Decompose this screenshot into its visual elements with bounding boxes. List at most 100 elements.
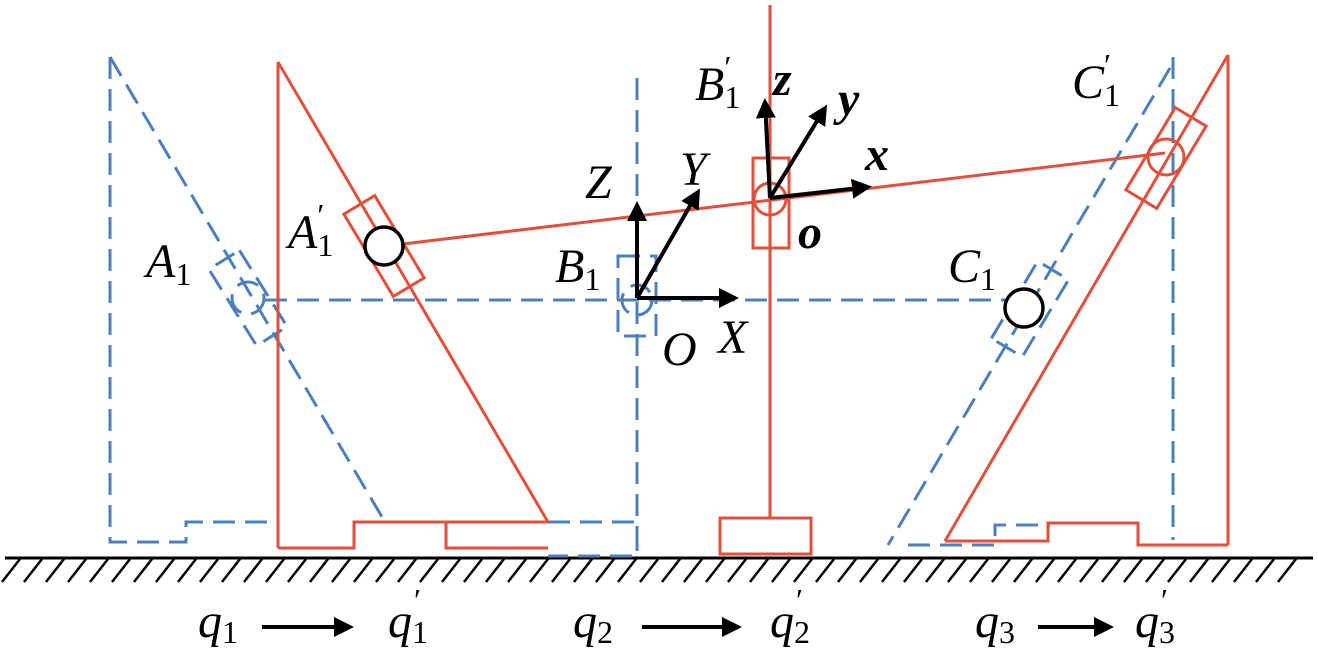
moving-x-axis — [769, 178, 872, 200]
hatch-line — [1145, 558, 1165, 583]
hatch-line — [771, 558, 791, 583]
hatch-line — [1211, 558, 1231, 583]
hatch-line — [353, 558, 373, 583]
label-a1: A1 — [143, 235, 191, 292]
hatch-line — [441, 558, 461, 583]
hatch-line — [1277, 558, 1297, 583]
transition-q1: q1 q1′ — [198, 582, 428, 650]
hatch-line — [1123, 558, 1143, 583]
left-leg-rail — [276, 61, 550, 523]
hatch-line — [1013, 558, 1033, 583]
hatch-line — [111, 558, 131, 583]
label-a1-prime: A1′ — [285, 197, 333, 263]
hatch-line — [1057, 558, 1077, 583]
hatch-line — [1189, 558, 1209, 583]
hatch-line — [661, 558, 681, 583]
hatch-line — [309, 558, 329, 583]
left-leg-initial — [108, 57, 278, 544]
moving-frame — [755, 98, 872, 200]
hatch-line — [749, 558, 769, 583]
joint-a1 — [230, 280, 266, 316]
label-fixed-z: Z — [585, 156, 613, 209]
moving-z-axis — [755, 98, 776, 199]
ground — [1, 556, 1313, 583]
hatch-line — [793, 558, 813, 583]
hatch-line — [947, 558, 967, 583]
hatch-line — [969, 558, 989, 583]
hatch-line — [463, 558, 483, 583]
hatch-line — [155, 558, 175, 583]
displaced-configuration — [276, 5, 1230, 556]
right-base-initial — [908, 523, 1050, 547]
hatch-line — [1101, 558, 1121, 583]
moving-y-axis — [768, 104, 828, 200]
hatch-line — [243, 558, 263, 583]
joint-c1 — [1003, 287, 1045, 329]
label-fixed-origin: O — [662, 323, 697, 376]
hatch-line — [881, 558, 901, 583]
label-moving-y: y — [833, 73, 860, 126]
hatch-line — [397, 558, 417, 583]
joint-a1-prime — [363, 225, 405, 267]
label-moving-origin: o — [798, 206, 822, 259]
hatch-line — [683, 558, 703, 583]
hatch-line — [925, 558, 945, 583]
hatch-line — [1035, 558, 1055, 583]
label-c1: C1 — [948, 240, 996, 297]
transition-q2: q2 q2′ — [573, 582, 810, 650]
hatch-line — [221, 558, 241, 583]
hatch-line — [45, 558, 65, 583]
hatch-line — [331, 558, 351, 583]
hatch-line — [903, 558, 923, 583]
hatch-line — [89, 558, 109, 583]
hatch-line — [991, 558, 1011, 583]
q3-final: q3′ — [1135, 582, 1175, 650]
hatch-line — [815, 558, 835, 583]
q3-initial: q3 — [975, 595, 1015, 650]
hatch-line — [837, 558, 857, 583]
label-b1: B1 — [555, 240, 600, 297]
label-fixed-y: Y — [680, 143, 711, 196]
label-moving-z: z — [771, 53, 792, 106]
hatch-line — [617, 558, 637, 583]
label-fixed-x: X — [716, 311, 749, 364]
hatch-line — [177, 558, 197, 583]
hatch-line — [639, 558, 659, 583]
platform — [385, 151, 1166, 248]
label-moving-x: x — [864, 128, 889, 181]
right-leg-rail — [943, 54, 1230, 542]
hatch-line — [507, 558, 527, 583]
hatch-line — [265, 558, 285, 583]
hatch-line — [727, 558, 747, 583]
right-slider — [1123, 105, 1209, 211]
left-base — [278, 520, 548, 550]
q1-initial: q1 — [198, 595, 238, 650]
hatch-line — [67, 558, 87, 583]
hatch-line — [133, 558, 153, 583]
hatch-line — [705, 558, 725, 583]
q2-initial: q2 — [573, 595, 613, 650]
hatch-line — [485, 558, 505, 583]
left-leg-rail-initial — [108, 56, 387, 523]
hatch-line — [595, 558, 615, 583]
hatch-line — [1255, 558, 1275, 583]
label-b1-prime: B1′ — [695, 49, 740, 115]
hatch-line — [573, 558, 593, 583]
left-slider-initial — [206, 248, 290, 348]
hatch-line — [859, 558, 879, 583]
hatch-line — [551, 558, 571, 583]
transition-q3: q3 q3′ — [975, 582, 1175, 650]
hatch-line — [199, 558, 219, 583]
hatch-line — [1079, 558, 1099, 583]
right-base — [945, 521, 1228, 547]
middle-base-initial — [548, 520, 639, 558]
hatch-line — [375, 558, 395, 583]
hatch-line — [1167, 558, 1187, 583]
q1-final: q1′ — [388, 582, 428, 650]
hatch-line — [23, 558, 43, 583]
fixed-frame — [627, 188, 739, 308]
ground-hatching — [1, 558, 1297, 583]
joint-c1-prime — [1146, 137, 1186, 177]
fixed-y-axis — [635, 188, 700, 299]
